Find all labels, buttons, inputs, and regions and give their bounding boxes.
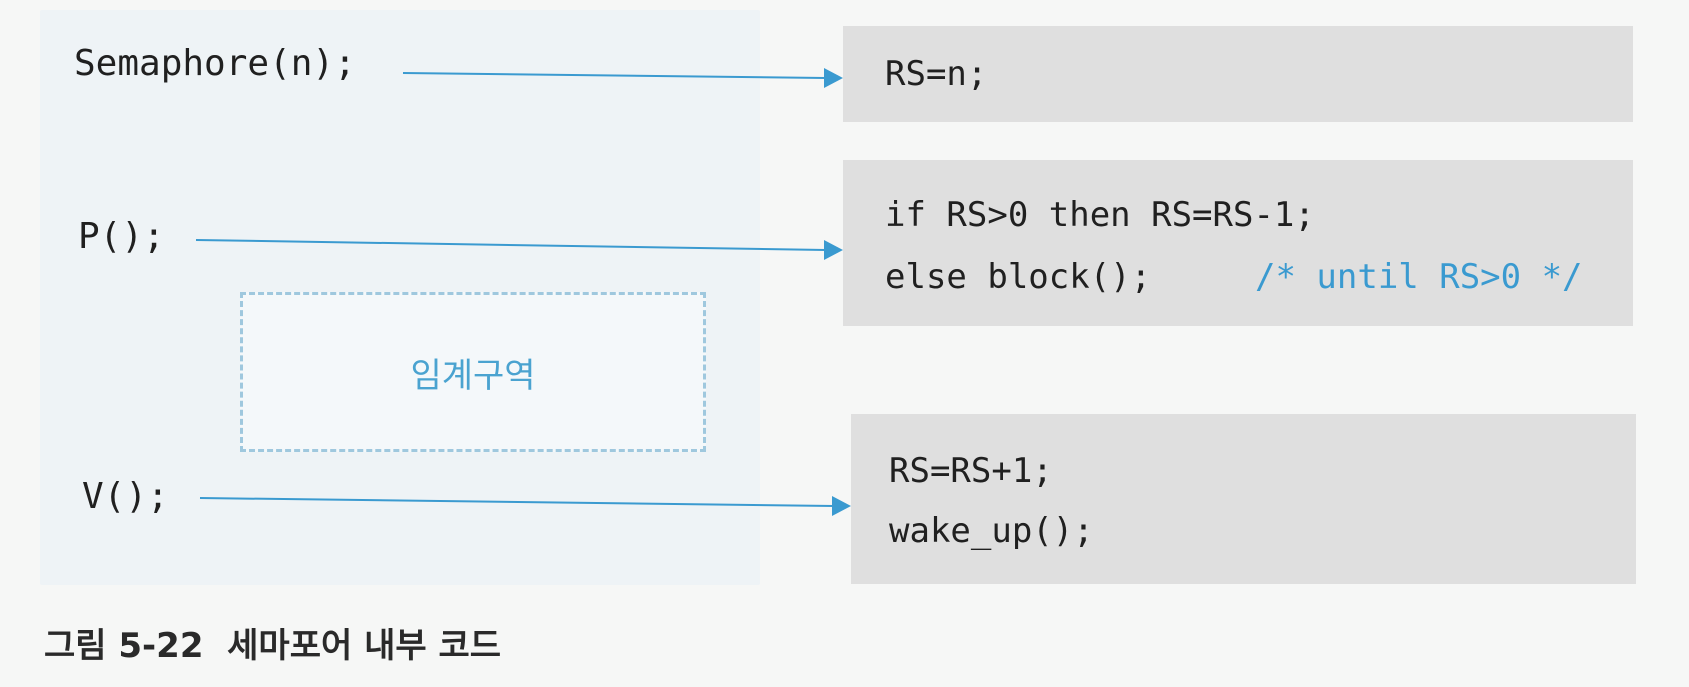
v-code-box: RS=RS+1; wake_up(); xyxy=(851,414,1636,584)
semaphore-call-label: Semaphore(n); xyxy=(74,43,356,84)
init-code-box: RS=n; xyxy=(843,26,1633,122)
arrow-p xyxy=(195,239,843,260)
p-code-line-2: else block(); xyxy=(885,257,1152,297)
v-code-line-1: RS=RS+1; xyxy=(889,451,1053,491)
p-code-line-1: if RS>0 then RS=RS-1; xyxy=(885,195,1315,235)
p-code-box: if RS>0 then RS=RS-1; else block(); /* u… xyxy=(843,160,1633,326)
v-call-label: V(); xyxy=(82,476,169,517)
p-call-label: P(); xyxy=(78,216,165,257)
p-code-comment: /* until RS>0 */ xyxy=(1255,257,1583,297)
v-code-line-2: wake_up(); xyxy=(889,511,1094,551)
arrow-v xyxy=(199,496,851,516)
arrow-semaphore xyxy=(402,68,843,88)
init-code-line-1: RS=n; xyxy=(885,54,988,94)
critical-section-label: 임계구역 xyxy=(410,355,536,396)
figure-caption: 그림 5-22 세마포어 내부 코드 xyxy=(44,626,502,666)
critical-section-box: 임계구역 xyxy=(240,292,706,452)
